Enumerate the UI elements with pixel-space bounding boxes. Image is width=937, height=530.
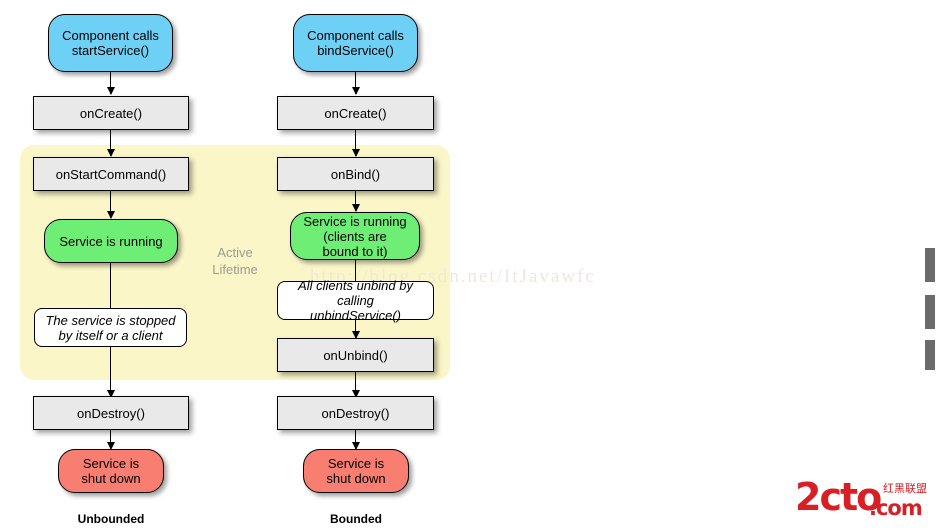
arrow-unbounded-5 bbox=[106, 430, 115, 450]
bounded-running-line3: bound to it) bbox=[322, 243, 388, 259]
caption-bounded: Bounded bbox=[330, 512, 382, 526]
unbounded-stop-note-line2: by itself or a client bbox=[58, 327, 163, 343]
unbounded-start-line1: Component calls bbox=[62, 28, 159, 43]
unbounded-shutdown-line1: Service is bbox=[82, 456, 140, 471]
bounded-onbind-node[interactable]: onBind() bbox=[277, 157, 434, 191]
bounded-ondestroy-node[interactable]: onDestroy() bbox=[277, 396, 434, 430]
active-lifetime-label: Active Lifetime bbox=[200, 244, 270, 278]
site-logo: 2cto .com 红黑联盟 bbox=[795, 478, 930, 526]
bounded-shutdown-node[interactable]: Service is shut down bbox=[303, 449, 409, 493]
arrow-unbounded-3 bbox=[106, 191, 115, 219]
arrow-unbounded-1 bbox=[106, 72, 115, 95]
bounded-oncreate-label: onCreate() bbox=[324, 105, 387, 121]
unbounded-service-running-node[interactable]: Service is running bbox=[44, 219, 178, 263]
bounded-unbind-note: All clients unbind by calling unbindServ… bbox=[277, 278, 434, 323]
bounded-unbind-note-line1: All clients unbind by calling bbox=[298, 278, 413, 308]
caption-unbounded: Unbounded bbox=[77, 512, 145, 526]
bounded-onunbind-label: onUnbind() bbox=[323, 347, 388, 363]
unbounded-onstartcommand-label: onStartCommand() bbox=[55, 166, 167, 182]
bounded-shutdown-line2: shut down bbox=[326, 471, 386, 486]
logo-chinese-text: 红黑联盟 bbox=[883, 483, 927, 495]
arrow-bounded-3 bbox=[351, 191, 360, 212]
active-lifetime-label-line1: Active bbox=[217, 245, 253, 260]
arrow-bounded-2 bbox=[351, 130, 360, 157]
unbounded-ondestroy-label: onDestroy() bbox=[77, 405, 145, 421]
unbounded-ondestroy-node[interactable]: onDestroy() bbox=[33, 396, 189, 430]
edge-mark-3 bbox=[925, 340, 935, 370]
bounded-ondestroy-label: onDestroy() bbox=[321, 405, 390, 421]
unbounded-stop-note: The service is stopped by itself or a cl… bbox=[34, 308, 187, 347]
arrow-bounded-5 bbox=[351, 320, 360, 339]
logo-dotcom: .com bbox=[869, 496, 923, 520]
arrow-bounded-1 bbox=[351, 72, 360, 95]
unbounded-start-service-node[interactable]: Component calls startService() bbox=[48, 14, 173, 72]
unbounded-service-running-label: Service is running bbox=[59, 233, 163, 249]
unbounded-onstartcommand-node[interactable]: onStartCommand() bbox=[33, 157, 189, 191]
bounded-service-running-node[interactable]: Service is running (clients are bound to… bbox=[290, 212, 420, 260]
arrow-unbounded-2 bbox=[106, 130, 115, 157]
bounded-onunbind-node[interactable]: onUnbind() bbox=[277, 338, 434, 372]
unbounded-start-line2: startService() bbox=[71, 43, 150, 58]
unbounded-stop-note-line1: The service is stopped bbox=[45, 312, 176, 328]
bounded-start-line1: Component calls bbox=[307, 28, 404, 43]
bounded-bind-service-node[interactable]: Component calls bindService() bbox=[293, 14, 418, 72]
arrow-bounded-6 bbox=[351, 372, 360, 398]
edge-mark-1 bbox=[925, 248, 935, 282]
active-lifetime-label-line2: Lifetime bbox=[212, 262, 258, 277]
logo-wordmark: 2cto bbox=[795, 475, 882, 519]
bounded-start-line2: bindService() bbox=[317, 43, 394, 58]
bounded-unbind-note-line2: unbindService() bbox=[309, 308, 402, 323]
bounded-oncreate-node[interactable]: onCreate() bbox=[277, 96, 434, 130]
arrow-unbounded-4 bbox=[106, 375, 115, 398]
arrow-bounded-7 bbox=[351, 430, 360, 450]
bounded-shutdown-line1: Service is bbox=[327, 456, 385, 471]
bounded-running-line1: Service is running bbox=[303, 213, 407, 229]
unbounded-oncreate-label: onCreate() bbox=[79, 105, 143, 121]
unbounded-shutdown-line2: shut down bbox=[81, 471, 141, 486]
line-bounded-4 bbox=[355, 260, 356, 282]
unbounded-shutdown-node[interactable]: Service is shut down bbox=[58, 449, 164, 493]
bounded-running-line2: (clients are bbox=[323, 228, 387, 244]
unbounded-oncreate-node[interactable]: onCreate() bbox=[33, 96, 189, 130]
bounded-onbind-label: onBind() bbox=[330, 166, 381, 182]
edge-mark-2 bbox=[925, 295, 935, 329]
